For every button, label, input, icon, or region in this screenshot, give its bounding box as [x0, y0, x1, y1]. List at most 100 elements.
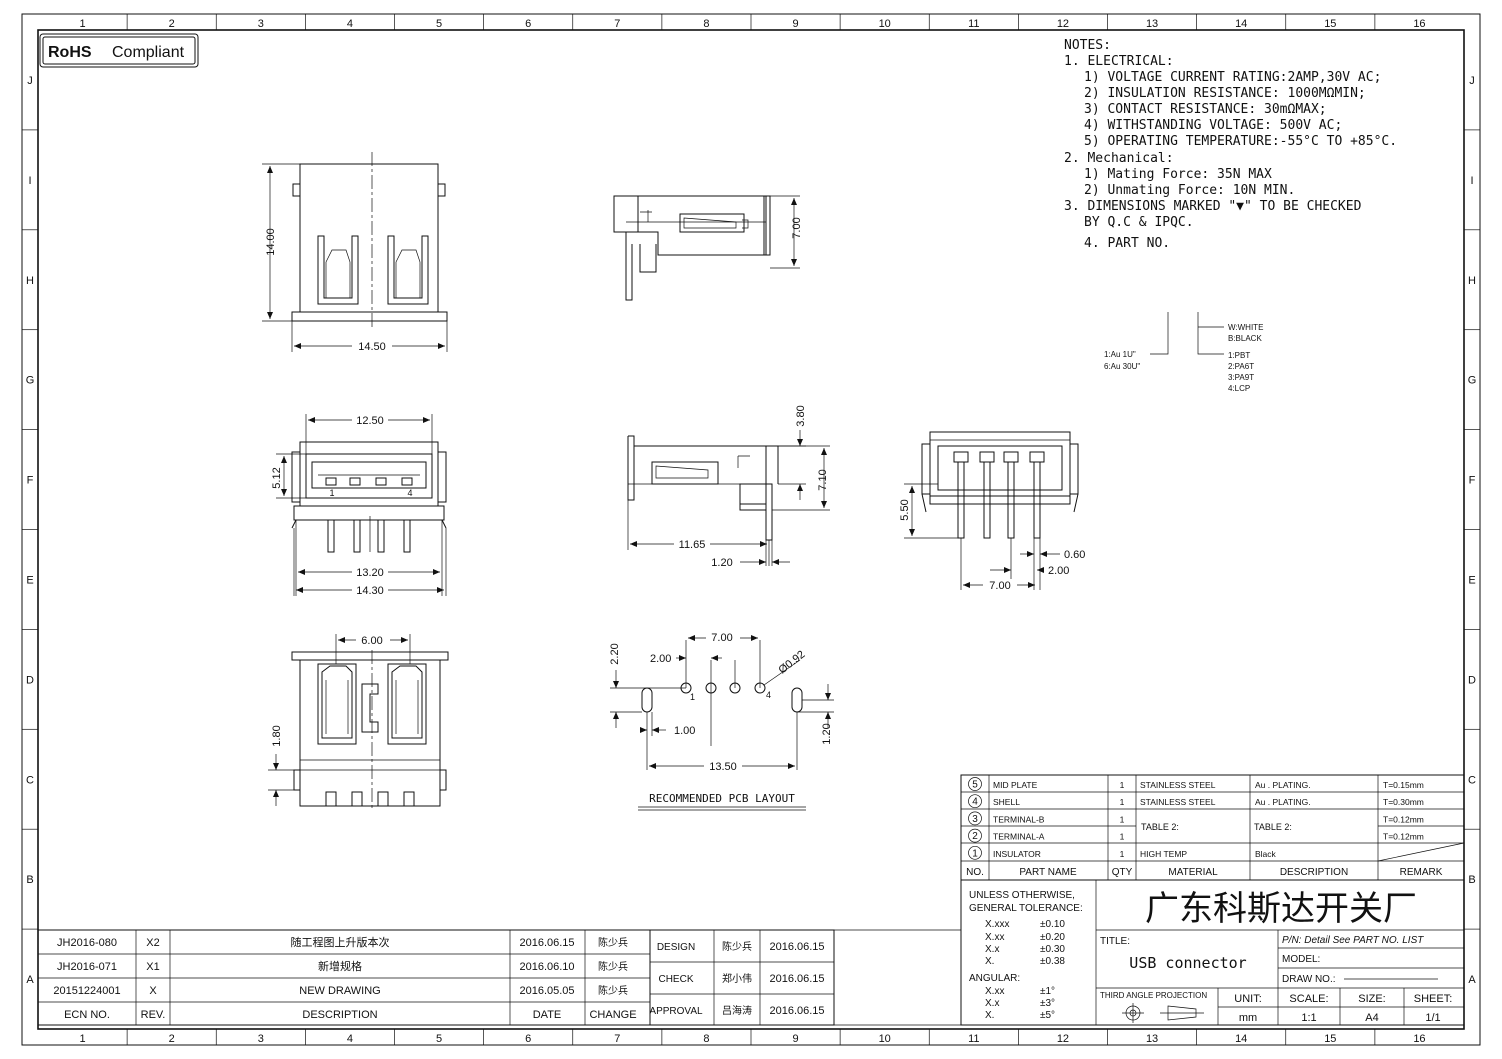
grid-row-label: I — [1470, 175, 1473, 187]
rev-change: 陈少兵 — [598, 960, 628, 973]
rev-change: 陈少兵 — [598, 936, 628, 949]
notes-line: 5) OPERATING TEMPERATURE:-55°C TO +85°C. — [1084, 134, 1397, 149]
grid-col-label: 9 — [793, 1033, 799, 1045]
bom-description: Au . PLATING. — [1255, 797, 1311, 807]
bom-header-material: MATERIAL — [1168, 867, 1218, 878]
notes-line: 1) VOLTAGE CURRENT RATING:2AMP,30V AC; — [1084, 70, 1381, 85]
bom-qty: 1 — [1120, 849, 1125, 859]
grid-row-label: F — [27, 475, 34, 487]
grid-col-label: 6 — [525, 1033, 531, 1045]
rev-header-date: DATE — [533, 1009, 562, 1021]
bom-part-name: MID PLATE — [993, 780, 1038, 790]
grid-row-label: G — [26, 375, 35, 387]
rev-header-ecn: ECN NO. — [64, 1009, 110, 1021]
title-block: UNLESS OTHERWISE, GENERAL TOLERANCE: X.x… — [960, 879, 1465, 1026]
draw-no-label: DRAW NO.: — [1282, 974, 1336, 985]
code-mat-1: 1:PBT — [1228, 351, 1250, 360]
sheet-label: SHEET: — [1414, 993, 1453, 1005]
grid-col-label: 2 — [169, 1033, 175, 1045]
notes-line: 3) CONTACT RESISTANCE: 30mΩMAX; — [1084, 102, 1327, 117]
grid-row-label: D — [1468, 674, 1476, 686]
grid-col-label: 12 — [1057, 1033, 1069, 1045]
grid-col-label: 2 — [169, 18, 175, 30]
notes-line: 4) WITHSTANDING VOLTAGE: 500V AC; — [1084, 118, 1342, 133]
bom-material: HIGH TEMP — [1140, 849, 1187, 859]
sheet-border: 1122334455667788991010111112121313141415… — [21, 13, 1481, 1046]
pcb-pin-1: 1 — [690, 692, 695, 702]
scale-label: SCALE: — [1289, 993, 1328, 1005]
notes-line: 4. PART NO. — [1084, 236, 1170, 251]
grid-col-label: 10 — [879, 18, 891, 30]
rev-date: 2016.05.05 — [519, 985, 574, 997]
tol-title-2: GENERAL TOLERANCE: — [969, 903, 1083, 914]
grid-row-label: J — [1469, 75, 1475, 87]
code-plating-2: 6:Au 30U" — [1104, 362, 1140, 371]
rev-ecn: 20151224001 — [53, 985, 120, 997]
approval-date: 2016.06.15 — [769, 1005, 824, 1017]
bom-remark: T=0.12mm — [1383, 832, 1424, 842]
bom-description: Black — [1255, 849, 1277, 859]
tol-key: X.x — [985, 944, 999, 955]
grid-col-label: 15 — [1324, 18, 1336, 30]
notes-line: 1. ELECTRICAL: — [1064, 54, 1174, 69]
dim-1-20-pcb: 1.20 — [821, 723, 833, 744]
grid-col-label: 7 — [614, 1033, 620, 1045]
grid-row-label: H — [26, 275, 34, 287]
tol-key: X.x — [985, 998, 999, 1009]
rohs-text: Compliant — [112, 44, 185, 61]
size-label: SIZE: — [1358, 993, 1386, 1005]
bom-item-no: 2 — [972, 831, 978, 842]
notes-block: NOTES: 1. ELECTRICAL: 1) VOLTAGE CURRENT… — [1064, 38, 1397, 251]
grid-col-label: 12 — [1057, 18, 1069, 30]
dim-11-65: 11.65 — [679, 539, 706, 551]
bom-item-no: 3 — [972, 814, 978, 825]
grid-row-label: E — [26, 574, 33, 586]
dim-2-00-end: 2.00 — [1048, 565, 1069, 577]
sheet-value: 1/1 — [1425, 1012, 1440, 1024]
unit-value: mm — [1239, 1012, 1257, 1024]
rev-change: 陈少兵 — [598, 984, 628, 997]
grid-row-label: C — [1468, 774, 1476, 786]
pin-label-1: 1 — [329, 488, 334, 498]
notes-line: NOTES: — [1064, 38, 1111, 53]
bom-remark: T=0.12mm — [1383, 814, 1424, 824]
grid-col-label: 15 — [1324, 1033, 1336, 1045]
grid-row-label: F — [1469, 475, 1476, 487]
tol-key: X. — [985, 1010, 994, 1021]
bom-item-no: 1 — [972, 848, 978, 859]
tol-key: X.xx — [985, 932, 1004, 943]
grid-col-label: 8 — [703, 1033, 709, 1045]
dim-7-00-end: 7.00 — [989, 580, 1010, 592]
code-mat-4: 4:LCP — [1228, 384, 1250, 393]
view-side-top: 7.00 — [613, 195, 803, 301]
tol-angular: ANGULAR: — [969, 973, 1020, 984]
dim-7-00-side: 7.00 — [791, 217, 803, 238]
rev-rev: X2 — [146, 937, 159, 949]
dim-14-30: 14.30 — [356, 585, 384, 597]
grid-col-label: 13 — [1146, 18, 1158, 30]
bom-part-name: SHELL — [993, 797, 1020, 807]
projection-label: THIRD ANGLE PROJECTION — [1100, 991, 1207, 1000]
grid-col-label: 3 — [258, 1033, 264, 1045]
grid-row-label: A — [26, 974, 34, 986]
rev-ecn: JH2016-071 — [57, 961, 117, 973]
rev-rev: X1 — [146, 961, 159, 973]
tol-val: ±0.20 — [1040, 932, 1065, 943]
grid-row-label: C — [26, 774, 34, 786]
bom-item-circle — [968, 845, 982, 860]
pcb-pin-4: 4 — [766, 690, 771, 700]
bom-material: STAINLESS STEEL — [1140, 780, 1216, 790]
company-name: 广东科斯达开关厂 — [1145, 889, 1417, 929]
bom-remark: T=0.30mm — [1383, 797, 1424, 807]
bom-qty: 1 — [1120, 780, 1125, 790]
rohs-badge: RoHS Compliant — [39, 33, 199, 68]
tol-title-1: UNLESS OTHERWISE, — [969, 890, 1075, 901]
size-value: A4 — [1365, 1012, 1378, 1024]
tol-val: ±0.38 — [1040, 956, 1065, 967]
bom-table2-desc: TABLE 2: — [1254, 822, 1292, 832]
bom-table2-material: TABLE 2: — [1141, 822, 1179, 832]
grid-col-label: 13 — [1146, 1033, 1158, 1045]
bom-header-desc: DESCRIPTION — [1280, 867, 1348, 878]
